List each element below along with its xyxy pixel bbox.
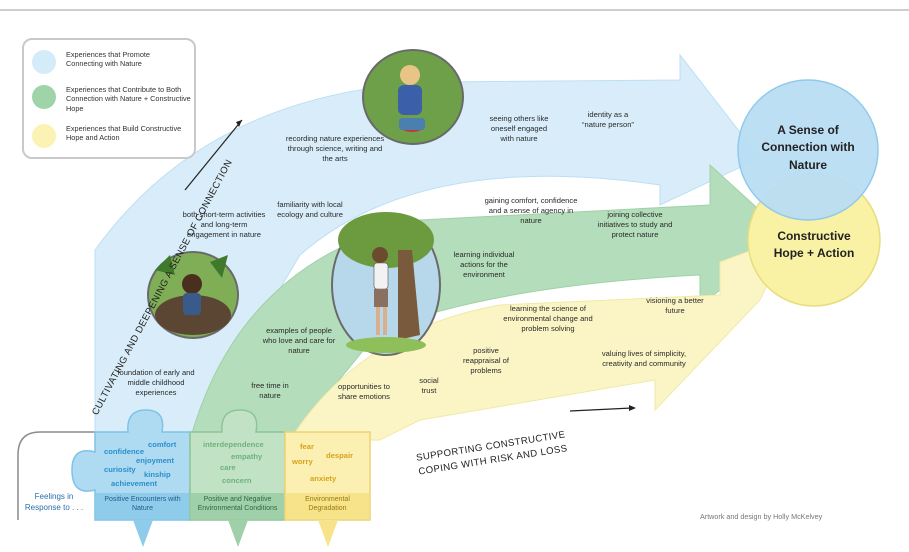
text-science: learning the science of environmental ch… [503,304,593,334]
word-concern: concern [222,476,252,485]
text-short-long: both short-term activities and long-term… [182,210,266,240]
legend-dot-blue [32,50,56,74]
word-comfort: comfort [148,440,177,449]
girl-tree-photo [331,212,441,356]
text-visioning: visioning a better future [646,296,704,316]
legend-label: Experiences that Build Constructive Hope… [66,124,182,143]
text-identity: identity as a “nature person” [582,110,634,130]
puzzle-label-degradation: Environmental Degradation [305,496,350,513]
word-empathy: empathy [231,452,263,461]
connection-arrow-icon [184,119,243,191]
word-fear: fear [300,442,314,451]
text-comfort: gaining comfort, confidence and a sense … [484,196,578,226]
text-familiarity: familiarity with local ecology and cultu… [277,200,343,220]
coping-arrow-icon [569,407,633,412]
coping-arrowhead-icon [629,405,636,411]
yellow-arrow [289,235,791,441]
legend-label: Experiences that Contribute to Both Conn… [66,85,191,113]
hope-outcome: Constructive Hope + Action [773,229,855,261]
legend-dot-green [32,85,56,109]
child-planting-photo [147,251,239,339]
puzzle-degradation [284,431,371,547]
text-recording: recording nature experiences through sci… [285,134,385,164]
word-anxiety: anxiety [310,474,337,483]
connection-arrowhead-icon [236,120,242,127]
word-interdependence: interdependence [203,440,264,449]
legend-item-hope: Experiences that Build Constructive Hope… [32,122,192,152]
text-examples: examples of people who love and care for… [262,326,336,356]
connection-circle [737,79,879,221]
word-care: care [220,463,236,472]
text-seeing-others: seeing others like oneself engaged with … [489,114,549,144]
word-kinship: kinship [144,470,171,479]
text-free-time: free time in nature [251,381,289,401]
text-individual: learning individual actions for the envi… [453,250,515,280]
legend-label: Experiences that Promote Connecting with… [66,50,150,69]
puzzle-label-conditions: Positive and Negative Environmental Cond… [197,496,278,513]
text-collective: joining collective initiatives to study … [597,210,673,240]
word-despair: despair [326,451,354,460]
text-reappraisal: positive reappraisal of problems [462,346,509,376]
legend-item-both: Experiences that Contribute to Both Conn… [32,83,192,113]
text-simplicity: valuing lives of simplicity, creativity … [601,349,687,369]
artwork-credit: Artwork and design by Holly McKelvey [700,512,823,521]
puzzle-label-positive: Positive Encounters with Nature [104,496,181,513]
word-curiosity: curiosity [104,465,136,474]
connection-outcome: A Sense of Connection with Nature [761,123,855,172]
word-worry: worry [292,457,313,466]
legend: Experiences that Promote Connecting with… [22,38,196,159]
text-foundation: foundation of early and middle childhood… [117,368,195,398]
woman-gardening-photo [362,49,464,145]
feelings-bracket [17,431,95,520]
puzzle-positive-encounters [71,409,211,547]
word-enjoyment: enjoyment [136,456,174,465]
word-achievement: achievement [111,479,158,488]
word-confidence: confidence [104,447,145,456]
blue-arrow [94,53,761,441]
legend-dot-yellow [32,124,56,148]
feelings-label: Feelings in Response to . . . [24,492,84,512]
text-emotions: opportunities to share emotions [338,382,390,402]
puzzle-environmental-conditions [189,409,306,547]
legend-item-connecting: Experiences that Promote Connecting with… [32,48,192,78]
text-trust: social trust [419,376,439,396]
